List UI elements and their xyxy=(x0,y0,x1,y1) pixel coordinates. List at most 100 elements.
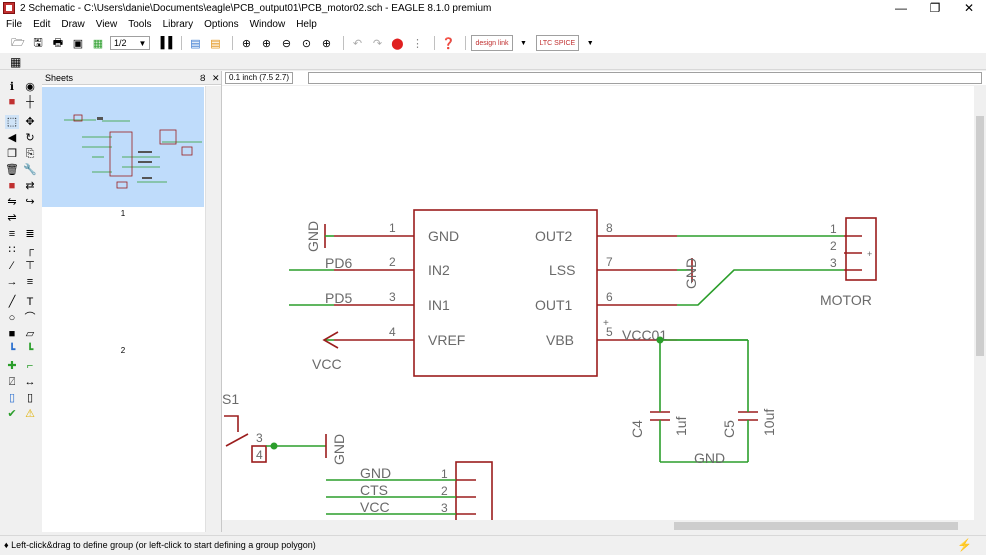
menu-window[interactable]: Window xyxy=(249,19,286,30)
text-icon[interactable]: T xyxy=(26,296,34,308)
menu-library[interactable]: Library xyxy=(162,19,194,30)
open-icon[interactable]: 🗁 xyxy=(11,36,25,49)
menu-file[interactable]: File xyxy=(6,19,23,30)
motor-connector-body[interactable] xyxy=(845,217,877,281)
horizontal-scroll-thumb[interactable] xyxy=(674,522,958,530)
chevron-down-icon[interactable]: ▼ xyxy=(520,39,527,47)
name-icon[interactable]: ≡ xyxy=(8,228,16,240)
pin-8-number: 8 xyxy=(606,221,613,235)
polygon-icon[interactable]: ▱ xyxy=(25,328,35,340)
canvas-horizontal-scrollbar[interactable] xyxy=(222,520,974,532)
stop-icon[interactable]: ⬤ xyxy=(391,37,404,50)
mark-icon[interactable]: ┼ xyxy=(26,96,34,108)
arc-icon[interactable]: → xyxy=(6,276,18,288)
pin-panel-icon[interactable]: Ȣ xyxy=(200,73,206,83)
delete-icon[interactable]: 🗑 xyxy=(5,164,19,176)
bus-icon[interactable]: ┗ xyxy=(8,344,16,356)
schematic-canvas[interactable]: .net { stroke: #2b9e2b; stroke-width: 1.… xyxy=(222,86,974,520)
net-icon[interactable]: ┗ xyxy=(26,344,34,356)
miter-icon[interactable]: ┌ xyxy=(26,244,34,256)
close-window-button[interactable]: ✕ xyxy=(963,1,975,15)
attribute-icon[interactable]: ≡ xyxy=(26,276,34,288)
port-icon[interactable]: ▯ xyxy=(26,392,34,404)
split-icon[interactable]: ∕ xyxy=(11,260,13,272)
sheets-scrollbar[interactable] xyxy=(205,86,221,532)
mirror-icon[interactable]: ◀ xyxy=(7,132,17,144)
board-switch-icon[interactable]: ▦ xyxy=(92,37,104,50)
canvas-vertical-scrollbar[interactable] xyxy=(974,86,986,520)
zoom-in-icon[interactable]: ⊕ xyxy=(261,37,272,50)
more-icon[interactable]: ⋮ xyxy=(411,37,423,50)
minimize-button[interactable]: — xyxy=(895,1,907,15)
vertical-scroll-thumb[interactable] xyxy=(976,116,984,356)
menu-view[interactable]: View xyxy=(95,19,118,30)
rotate-icon[interactable]: ↻ xyxy=(25,132,35,144)
redo-icon[interactable]: ↷ xyxy=(372,37,383,50)
menu-draw[interactable]: Draw xyxy=(61,19,85,30)
zoom-out-icon[interactable]: ⊖ xyxy=(281,37,292,50)
paste-icon[interactable]: ⎘ xyxy=(25,148,35,160)
show-icon[interactable]: ◉ xyxy=(25,81,35,93)
gate-swap-icon[interactable]: ⇋ xyxy=(7,196,17,208)
restore-button[interactable]: ❐ xyxy=(929,1,941,15)
vcc-arrow-symbol xyxy=(322,331,339,349)
zoom-fit-icon[interactable]: ⊕ xyxy=(241,37,252,50)
pin-4-number: 4 xyxy=(389,325,396,339)
cam-icon[interactable]: ▣ xyxy=(72,37,84,50)
pin-5-number: 5 xyxy=(606,325,613,339)
command-input[interactable] xyxy=(308,72,982,84)
group-icon[interactable]: ⬚ xyxy=(5,115,19,129)
menu-edit[interactable]: Edit xyxy=(33,19,51,30)
smash-icon[interactable]: ∷ xyxy=(8,244,16,256)
ic-body[interactable] xyxy=(413,209,598,377)
label-icon[interactable]: ⌐ xyxy=(26,360,34,372)
menu-options[interactable]: Options xyxy=(204,19,239,30)
print-icon[interactable]: 🖶 xyxy=(52,36,64,49)
save-icon[interactable]: 🖫 xyxy=(33,36,43,49)
move-icon[interactable]: ✥ xyxy=(25,116,35,128)
erc-icon[interactable]: ✔ xyxy=(7,408,17,420)
bottom-connector-body[interactable] xyxy=(455,461,493,520)
conn-pin-1-number: 1 xyxy=(441,467,448,481)
sheet-select[interactable]: 1/2▼ xyxy=(110,36,151,50)
chevron-down-icon[interactable]: ▼ xyxy=(586,39,594,47)
grid-icon[interactable]: ▦ xyxy=(10,55,22,69)
line-icon[interactable]: ╱ xyxy=(8,296,16,308)
design-link-button[interactable]: design link xyxy=(471,35,513,51)
ulp-run-icon[interactable]: ▤ xyxy=(210,37,221,50)
close-panel-icon[interactable]: ✕ xyxy=(212,73,220,83)
menu-tools[interactable]: Tools xyxy=(128,19,152,30)
copy-icon[interactable]: ❐ xyxy=(7,148,17,160)
invoke-icon[interactable]: ↪ xyxy=(25,196,35,208)
script-icon[interactable]: ▐▐ xyxy=(156,37,173,49)
undo-icon[interactable]: ↶ xyxy=(352,37,363,50)
sheet-1-thumbnail[interactable] xyxy=(42,87,204,207)
frame-icon[interactable]: ↔ xyxy=(24,376,36,388)
help-icon[interactable]: ❓ xyxy=(441,37,456,50)
xref-icon[interactable]: ⍁ xyxy=(8,376,16,388)
coordinate-display: 0.1 inch (7.5 2.7) xyxy=(225,72,294,84)
rectangle-icon[interactable]: ■ xyxy=(8,328,16,340)
value-icon[interactable]: ≣ xyxy=(25,228,35,240)
zoom-select-icon[interactable]: ⊕ xyxy=(321,37,332,50)
replace-icon[interactable]: ⇄ xyxy=(25,180,35,192)
wrench-icon[interactable]: 🔧 xyxy=(23,164,37,176)
warning-icon[interactable]: ⚠ xyxy=(25,408,35,420)
ulp-icon[interactable]: ▤ xyxy=(190,37,201,50)
ltc-spice-button[interactable]: LTC SPICE xyxy=(535,35,580,51)
optimize-icon[interactable]: ⊤ xyxy=(25,260,35,272)
module-icon[interactable]: ▯ xyxy=(8,392,16,404)
gnd-label-left: GND xyxy=(305,221,321,252)
go-icon[interactable]: ⚡ xyxy=(957,538,972,552)
zoom-redraw-icon[interactable]: ⊙ xyxy=(301,37,312,50)
layer-icon[interactable]: ■ xyxy=(8,96,16,108)
pin-swap-icon[interactable]: ⇌ xyxy=(7,212,17,224)
info-icon[interactable]: ℹ xyxy=(9,81,15,93)
add-part-icon[interactable]: ■ xyxy=(8,180,16,192)
menu-help[interactable]: Help xyxy=(296,19,317,30)
sheet-2-label[interactable]: 2 xyxy=(120,346,126,355)
pd6-label: PD6 xyxy=(325,255,352,271)
junction-icon[interactable]: ✚ xyxy=(7,360,17,372)
circle-icon[interactable]: ○ xyxy=(8,312,16,324)
arc-draw-icon[interactable]: ⌒ xyxy=(24,312,36,324)
